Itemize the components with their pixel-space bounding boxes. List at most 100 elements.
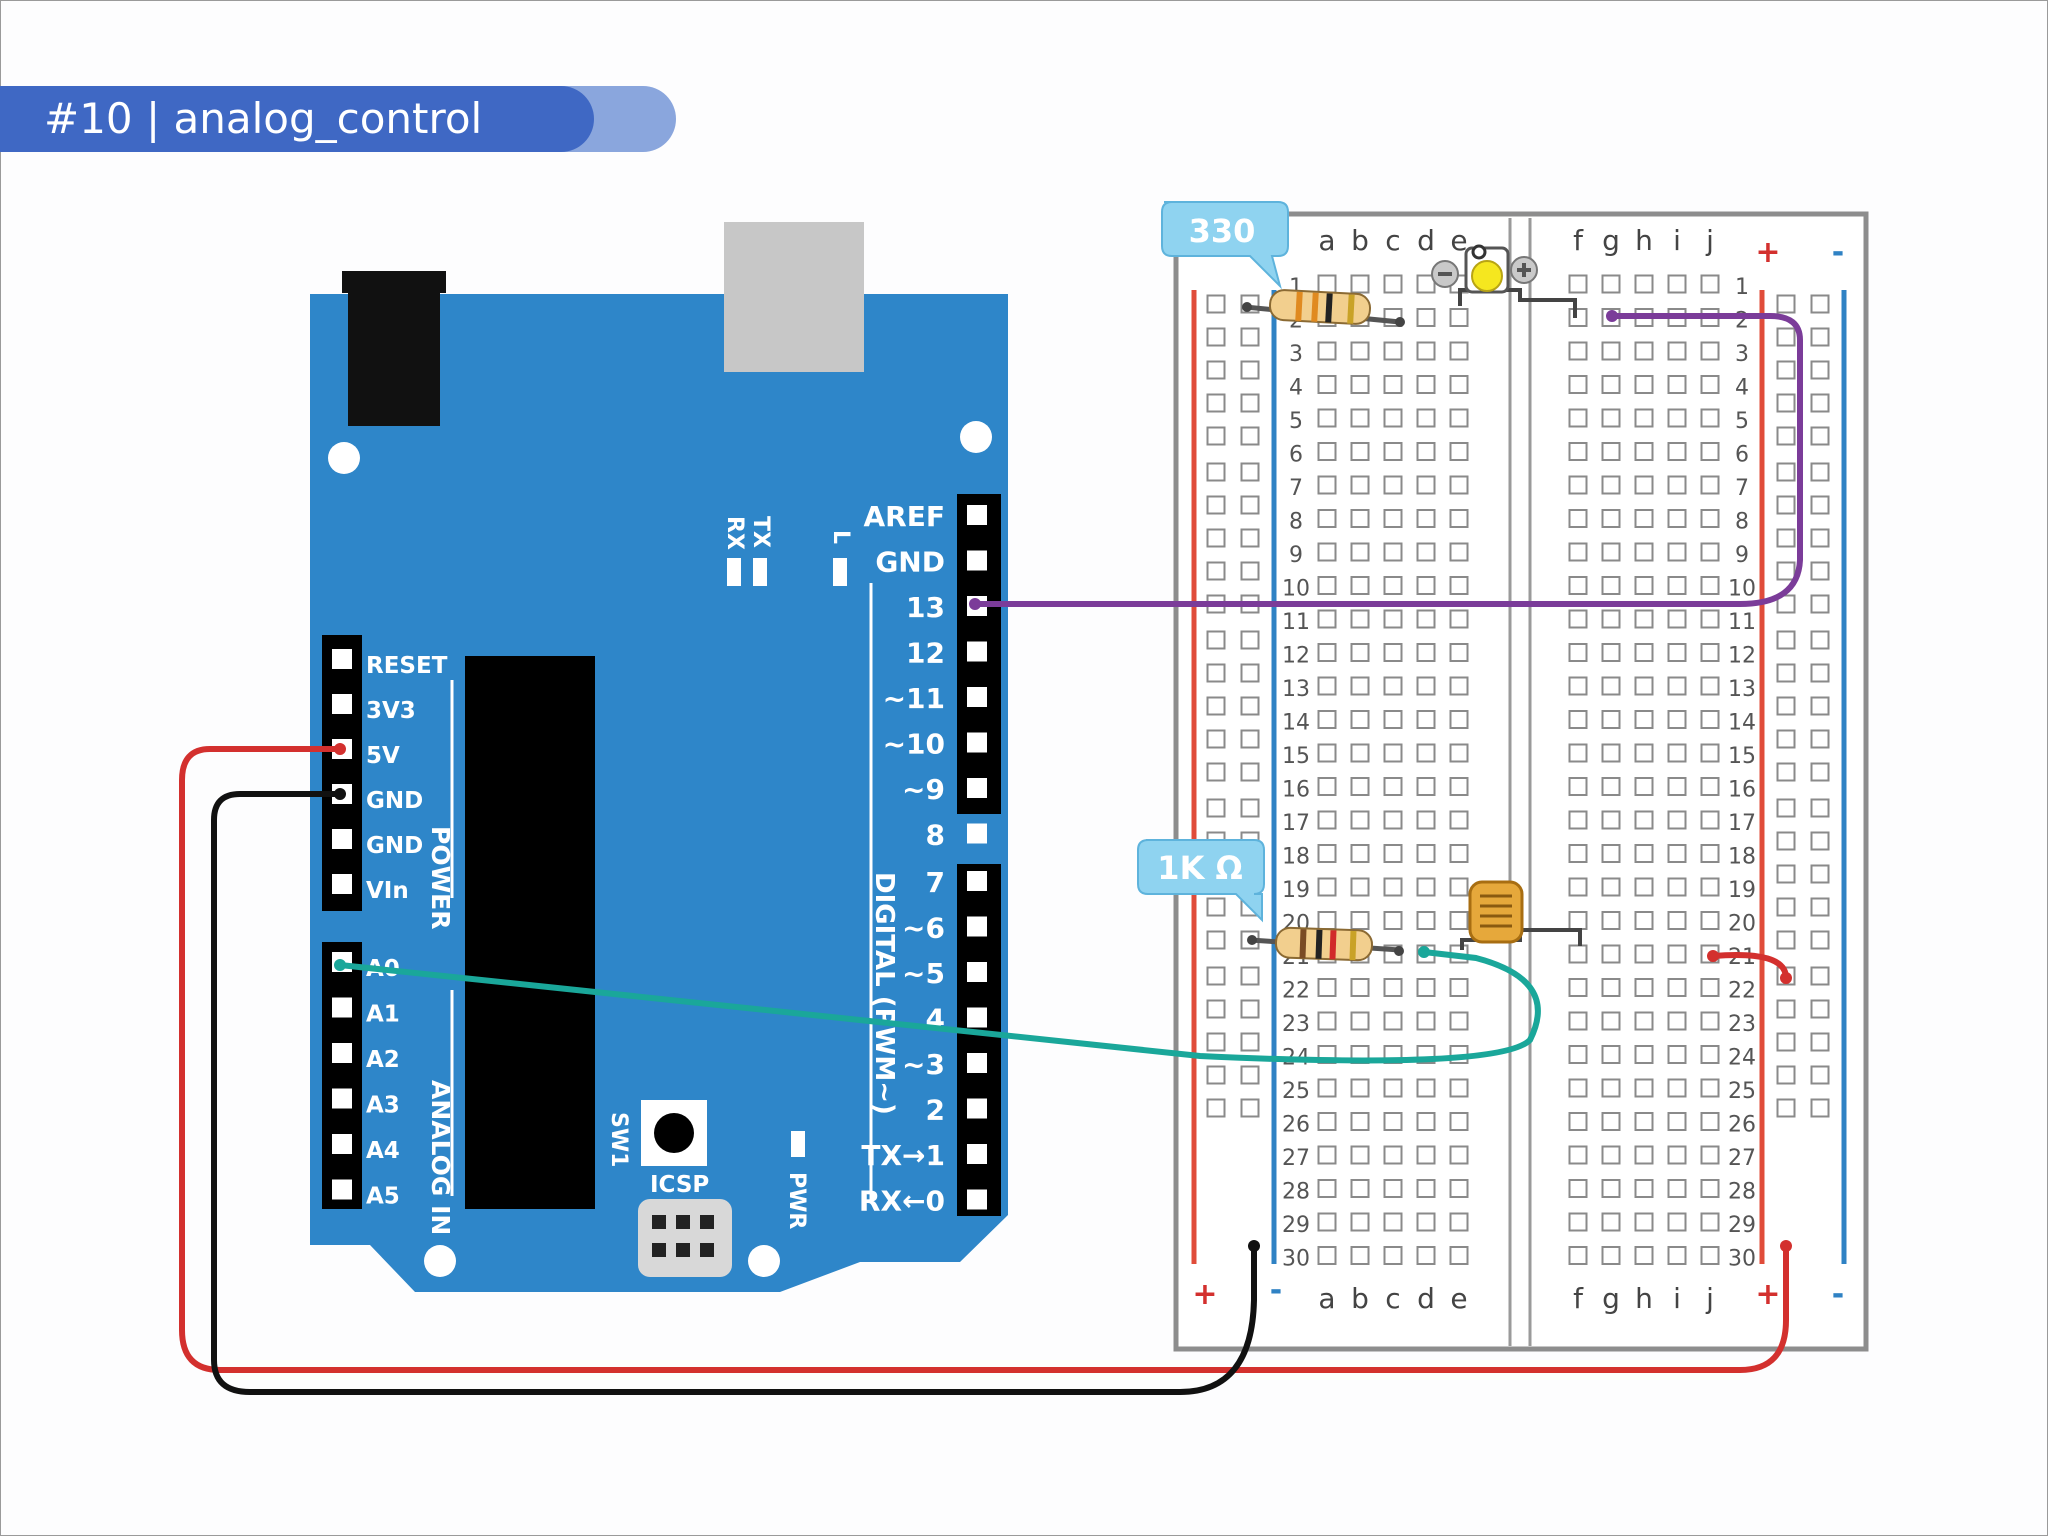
power-pin-4 xyxy=(332,829,352,849)
photoresistor xyxy=(1460,880,1582,950)
row-number-right: 28 xyxy=(1728,1180,1756,1205)
row-number-right: 18 xyxy=(1728,845,1756,870)
row-number-left: 3 xyxy=(1289,342,1303,367)
digital-pin-5 xyxy=(967,732,987,753)
row-number-left: 17 xyxy=(1282,811,1310,836)
mounting-hole xyxy=(960,421,992,453)
row-number-right: 10 xyxy=(1728,577,1756,602)
column-letter: h xyxy=(1635,224,1653,257)
digital-pin-label: GND xyxy=(875,546,945,579)
row-number-right: 9 xyxy=(1735,543,1749,568)
column-letter: c xyxy=(1385,224,1400,257)
power-header xyxy=(322,635,362,911)
power-pin-label: 5V xyxy=(366,743,400,769)
column-letter: d xyxy=(1417,224,1435,257)
analog-pin-1 xyxy=(332,997,352,1018)
digital-pin-label: 2 xyxy=(926,1094,945,1127)
rail-sign: - xyxy=(1832,235,1844,270)
row-number-left: 23 xyxy=(1282,1012,1310,1037)
row-number-right: 25 xyxy=(1728,1079,1756,1104)
digital-pin-label: ~10 xyxy=(883,728,945,761)
column-letter: d xyxy=(1417,1282,1435,1315)
wire-red xyxy=(179,746,1789,1373)
column-letter: f xyxy=(1573,224,1584,257)
analog-header xyxy=(322,942,362,1209)
row-number-left: 11 xyxy=(1282,610,1310,635)
digital-pin-label: 12 xyxy=(906,637,945,670)
tx-led xyxy=(753,558,767,586)
power-pin-0 xyxy=(332,649,352,669)
row-number-right: 7 xyxy=(1735,476,1749,501)
breadboard: 1122334455667788991010111112121313141415… xyxy=(1173,211,1869,1352)
column-letter: f xyxy=(1573,1282,1584,1315)
row-number-left: 6 xyxy=(1289,443,1303,468)
power-section-label: POWER xyxy=(426,826,455,929)
analog-pin-label: A2 xyxy=(366,1047,400,1073)
digital-pin-label: ~9 xyxy=(902,773,945,806)
mounting-hole xyxy=(424,1245,456,1277)
digital-pin-1 xyxy=(967,550,987,571)
callout-330: 330 xyxy=(1161,201,1289,290)
l-label: L xyxy=(828,530,853,544)
resistor-1k-label: 1K Ω xyxy=(1157,849,1242,887)
column-letter: b xyxy=(1351,1282,1369,1315)
rx-led xyxy=(727,558,741,586)
row-number-right: 5 xyxy=(1735,409,1749,434)
digital-pin-label: RX←0 xyxy=(859,1185,945,1218)
row-number-left: 19 xyxy=(1282,878,1310,903)
rail-sign: - xyxy=(1832,1277,1844,1312)
row-number-left: 15 xyxy=(1282,744,1310,769)
row-number-right: 12 xyxy=(1728,644,1756,669)
row-number-right: 15 xyxy=(1728,744,1756,769)
usb-connector xyxy=(724,222,864,372)
icsp-label: ICSP xyxy=(650,1172,709,1198)
wire-black xyxy=(211,791,1257,1395)
digital-pin-11 xyxy=(967,1007,987,1028)
power-jack xyxy=(348,290,440,426)
row-number-left: 27 xyxy=(1282,1146,1310,1171)
column-letter: h xyxy=(1635,1282,1653,1315)
digital-pin-6 xyxy=(967,778,987,798)
resistor-330 xyxy=(1242,289,1405,327)
tx-label: TX xyxy=(748,516,773,548)
digital-pin-8 xyxy=(967,871,987,891)
analog-pin-4 xyxy=(332,1134,352,1154)
digital-pin-7 xyxy=(967,823,987,844)
resistor-1k xyxy=(1247,926,1404,962)
microcontroller-chip xyxy=(465,656,595,1209)
column-letter: i xyxy=(1673,1282,1681,1315)
rail-sign: - xyxy=(1270,1273,1282,1308)
row-number-left: 9 xyxy=(1289,543,1303,568)
slide-title: #10 | analog_control xyxy=(44,94,483,143)
row-number-left: 22 xyxy=(1282,979,1310,1004)
analog-pin-5 xyxy=(332,1179,352,1200)
digital-pin-label: ~11 xyxy=(883,682,945,715)
analog-pin-label: A3 xyxy=(366,1093,400,1119)
column-letter: a xyxy=(1318,1282,1335,1315)
column-letter: e xyxy=(1450,224,1467,257)
row-number-right: 6 xyxy=(1735,443,1749,468)
column-letter: a xyxy=(1318,224,1335,257)
digital-pin-label: ~6 xyxy=(902,912,945,945)
digital-pin-label: AREF xyxy=(864,500,945,533)
rail-sign: + xyxy=(1755,235,1780,270)
l-led xyxy=(833,558,847,586)
row-number-right: 16 xyxy=(1728,778,1756,803)
row-number-right: 22 xyxy=(1728,979,1756,1004)
digital-pin-label: ~3 xyxy=(902,1048,945,1081)
power-pin-label: RESET xyxy=(366,653,448,679)
row-number-left: 25 xyxy=(1282,1079,1310,1104)
column-letter: i xyxy=(1673,224,1681,257)
row-number-left: 7 xyxy=(1289,476,1303,501)
row-number-left: 26 xyxy=(1282,1113,1310,1138)
analog-section-label: ANALOG IN xyxy=(426,1080,455,1235)
wires xyxy=(179,310,1803,1395)
column-letter: g xyxy=(1602,1282,1620,1315)
rail-sign: + xyxy=(1755,1277,1780,1312)
digital-pin-12 xyxy=(967,1053,987,1073)
digital-pin-13 xyxy=(967,1098,987,1119)
power-pin-5 xyxy=(332,874,352,894)
wire-purple xyxy=(975,313,1803,607)
row-number-right: 19 xyxy=(1728,878,1756,903)
